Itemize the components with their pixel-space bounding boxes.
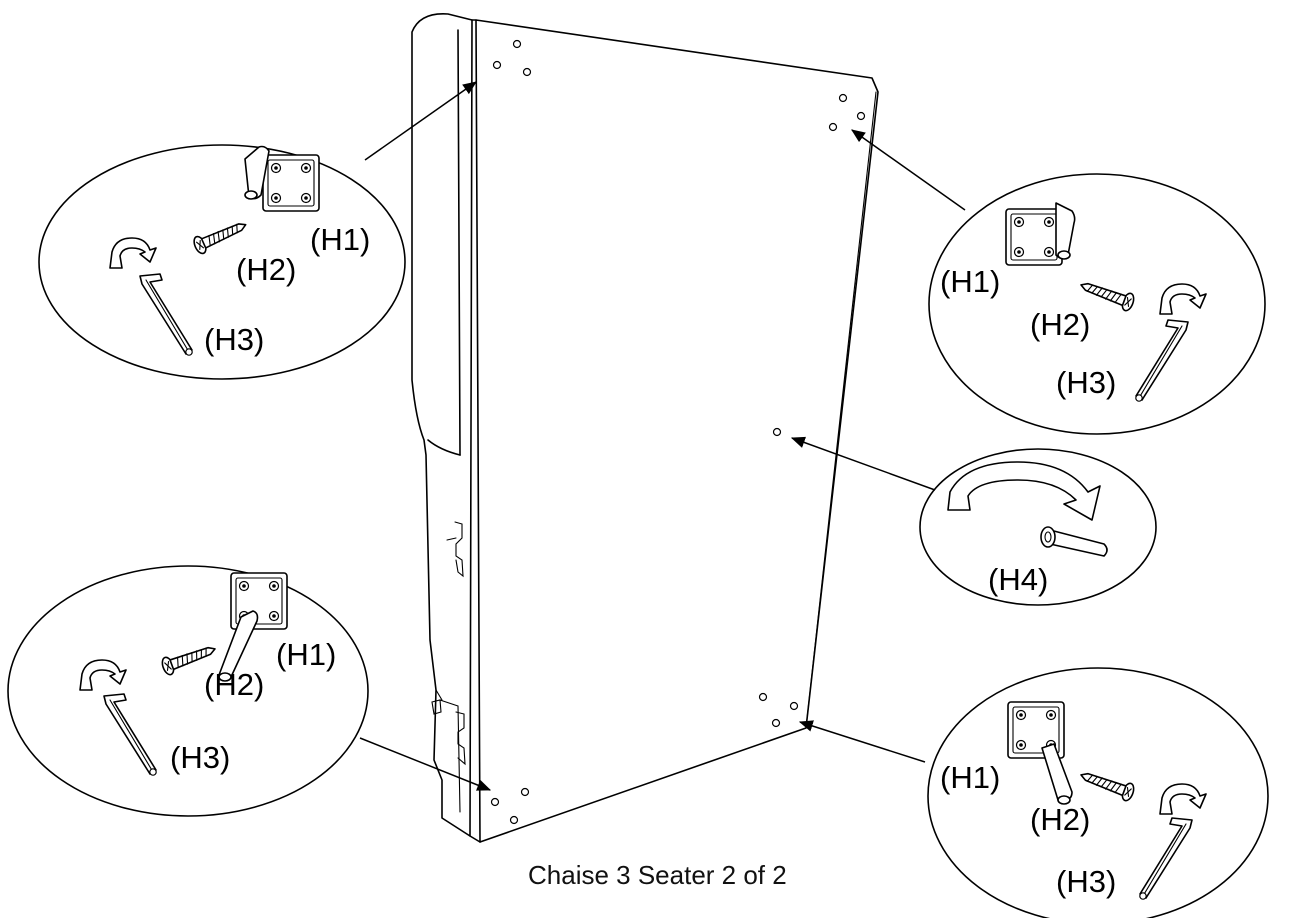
- rotate-arrow-icon: [947, 461, 1101, 521]
- pin-icon: [1040, 526, 1108, 557]
- bracket-icon: [244, 145, 320, 212]
- callout-middle-right: (H4): [919, 448, 1157, 606]
- leader-arrows: [359, 81, 966, 791]
- allen-key-icon: [139, 273, 193, 357]
- allen-key-icon: [1135, 319, 1189, 403]
- rotate-arrow-icon: [109, 237, 157, 269]
- bracket-icon: [218, 572, 288, 682]
- label-h1: (H1): [940, 760, 1000, 795]
- label-h4: (H4): [988, 562, 1048, 597]
- bracket-icon: [1005, 202, 1076, 266]
- bolt-icon: [1077, 765, 1137, 803]
- callout-bottom-right: (H1) (H2) (H3): [927, 667, 1269, 918]
- panel-holes: [490, 39, 866, 825]
- label-h2: (H2): [204, 667, 264, 702]
- label-h2: (H2): [236, 252, 296, 287]
- label-h3: (H3): [1056, 365, 1116, 400]
- label-h3: (H3): [170, 740, 230, 775]
- callout-top-right: (H1) (H2) (H3): [928, 173, 1266, 435]
- label-h3: (H3): [204, 322, 264, 357]
- label-h2: (H2): [1030, 802, 1090, 837]
- seat-panel: [411, 13, 879, 843]
- rotate-arrow-icon: [1159, 783, 1207, 815]
- side-slot-upper: [446, 521, 464, 578]
- diagram-caption: Chaise 3 Seater 2 of 2: [528, 860, 787, 890]
- allen-key-icon: [1139, 817, 1193, 901]
- bracket-icon: [1007, 701, 1073, 805]
- label-h3: (H3): [1056, 864, 1116, 899]
- side-slot-lower: [431, 699, 466, 766]
- callout-bottom-left: (H1) (H2) (H3): [7, 565, 369, 817]
- bolt-icon: [190, 215, 251, 257]
- label-h1: (H1): [276, 637, 336, 672]
- rotate-arrow-icon: [1159, 283, 1207, 315]
- rotate-arrow-icon: [79, 659, 127, 691]
- callout-top-left: (H1) (H2) (H3): [38, 144, 406, 380]
- allen-key-icon: [103, 693, 157, 777]
- label-h1: (H1): [940, 264, 1000, 299]
- label-h1: (H1): [310, 222, 370, 257]
- label-h2: (H2): [1030, 307, 1090, 342]
